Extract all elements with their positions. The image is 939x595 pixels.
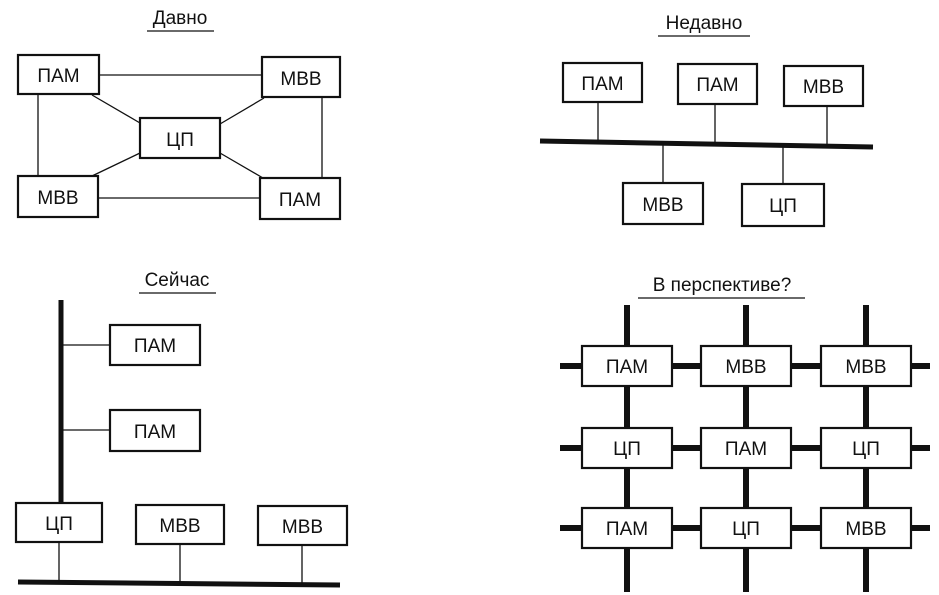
io-module-box: МВВ xyxy=(819,344,913,388)
svg-text:МВВ: МВВ xyxy=(282,517,323,538)
panel-now: Сейчас ПАМ ПАМ ЦП МВВ МВВ xyxy=(14,270,349,588)
cpu-box: ЦП xyxy=(580,426,674,470)
memory-box: ПАМ xyxy=(580,344,674,388)
memory-box: ПАМ xyxy=(699,426,793,470)
node-label: МВВ xyxy=(845,357,886,378)
mesh-nodes: ПАМ МВВ МВВ ЦП ПАМ ЦП ПАМ ЦП МВВ xyxy=(580,344,913,550)
memory-box: ПАМ xyxy=(676,62,759,106)
io-module-box: МВВ xyxy=(16,174,100,219)
svg-text:МВВ: МВВ xyxy=(280,69,321,90)
svg-text:ПАМ: ПАМ xyxy=(37,66,79,87)
memory-box: ПАМ xyxy=(16,53,101,96)
panel-title-long-ago: Давно xyxy=(153,8,208,29)
svg-text:МВВ: МВВ xyxy=(37,188,78,209)
svg-text:МВВ: МВВ xyxy=(642,195,683,216)
node-label: МВВ xyxy=(845,519,886,540)
memory-box: ПАМ xyxy=(108,323,202,367)
cpu-box: ЦП xyxy=(740,182,826,228)
memory-box: ПАМ xyxy=(258,176,342,221)
io-module-box: МВВ xyxy=(621,181,705,226)
svg-text:МВВ: МВВ xyxy=(803,77,844,98)
node-label: ЦП xyxy=(613,439,641,460)
panel-recently: Недавно ПАМ ПАМ МВВ МВВ ЦП xyxy=(539,13,874,228)
io-module-box: МВВ xyxy=(256,504,349,547)
cpu-box: ЦП xyxy=(14,501,104,544)
svg-text:ПАМ: ПАМ xyxy=(279,190,321,211)
panel-long-ago: Давно ПАМ МВВ ЦП МВВ xyxy=(16,8,342,221)
io-module-box: МВВ xyxy=(782,64,865,108)
panel-title-now: Сейчас xyxy=(145,270,210,291)
mesh-connections xyxy=(37,74,323,199)
svg-text:ПАМ: ПАМ xyxy=(134,422,176,443)
memory-box: ПАМ xyxy=(580,506,674,550)
node-label: ПАМ xyxy=(606,519,648,540)
cpu-box: ЦП xyxy=(699,506,793,550)
io-module-box: МВВ xyxy=(134,503,226,546)
cpu-box: ЦП xyxy=(138,116,222,160)
panel-title-future: В перспективе? xyxy=(653,275,792,296)
system-bus xyxy=(17,579,341,588)
memory-box: ПАМ xyxy=(561,61,644,104)
svg-text:ЦП: ЦП xyxy=(769,196,797,217)
svg-text:ЦП: ЦП xyxy=(45,514,73,535)
system-bus xyxy=(539,138,874,150)
cpu-box: ЦП xyxy=(819,426,913,470)
node-label: ПАМ xyxy=(606,357,648,378)
node-label: ЦП xyxy=(732,519,760,540)
svg-text:МВВ: МВВ xyxy=(159,516,200,537)
node-label: ЦП xyxy=(852,439,880,460)
panel-title-recently: Недавно xyxy=(666,13,743,34)
svg-text:ПАМ: ПАМ xyxy=(696,75,738,96)
bus-taps xyxy=(58,344,303,585)
svg-text:ПАМ: ПАМ xyxy=(134,336,176,357)
node-label: ПАМ xyxy=(725,439,767,460)
node-label: МВВ xyxy=(725,357,766,378)
io-module-box: МВВ xyxy=(819,506,913,550)
svg-text:ЦП: ЦП xyxy=(166,130,194,151)
bus-taps xyxy=(597,101,828,184)
io-module-box: МВВ xyxy=(699,344,793,388)
memory-box: ПАМ xyxy=(108,408,202,453)
panel-future: В перспективе? ПАМ МВВ МВВ ЦП ПАМ ЦП ПАМ ЦП МВВ xyxy=(560,275,930,592)
io-module-box: МВВ xyxy=(260,55,342,99)
svg-text:ПАМ: ПАМ xyxy=(581,74,623,95)
